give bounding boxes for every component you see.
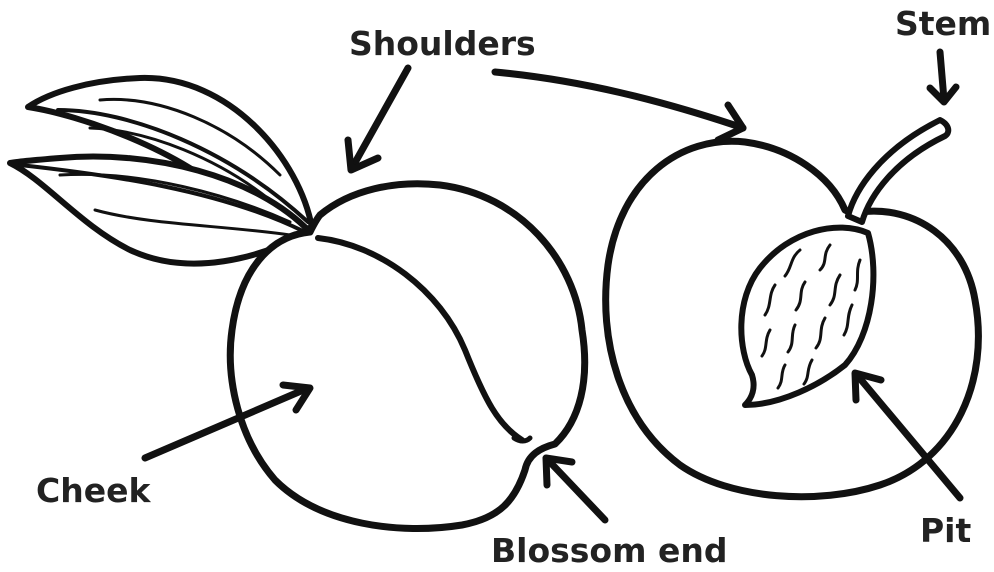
cut-peach-illustration xyxy=(606,120,979,497)
whole-peach-illustration xyxy=(10,78,585,529)
arrow-shoulders-right xyxy=(495,72,743,140)
label-stem: Stem xyxy=(895,4,991,43)
arrow-stem xyxy=(930,52,956,102)
label-cheek: Cheek xyxy=(36,471,151,510)
arrow-blossom-end xyxy=(546,458,605,520)
label-shoulders: Shoulders xyxy=(349,24,536,63)
peach-stem xyxy=(848,120,948,222)
label-pit: Pit xyxy=(920,511,971,550)
arrow-shoulders-left xyxy=(348,68,408,170)
label-blossom-end: Blossom end xyxy=(491,531,727,567)
